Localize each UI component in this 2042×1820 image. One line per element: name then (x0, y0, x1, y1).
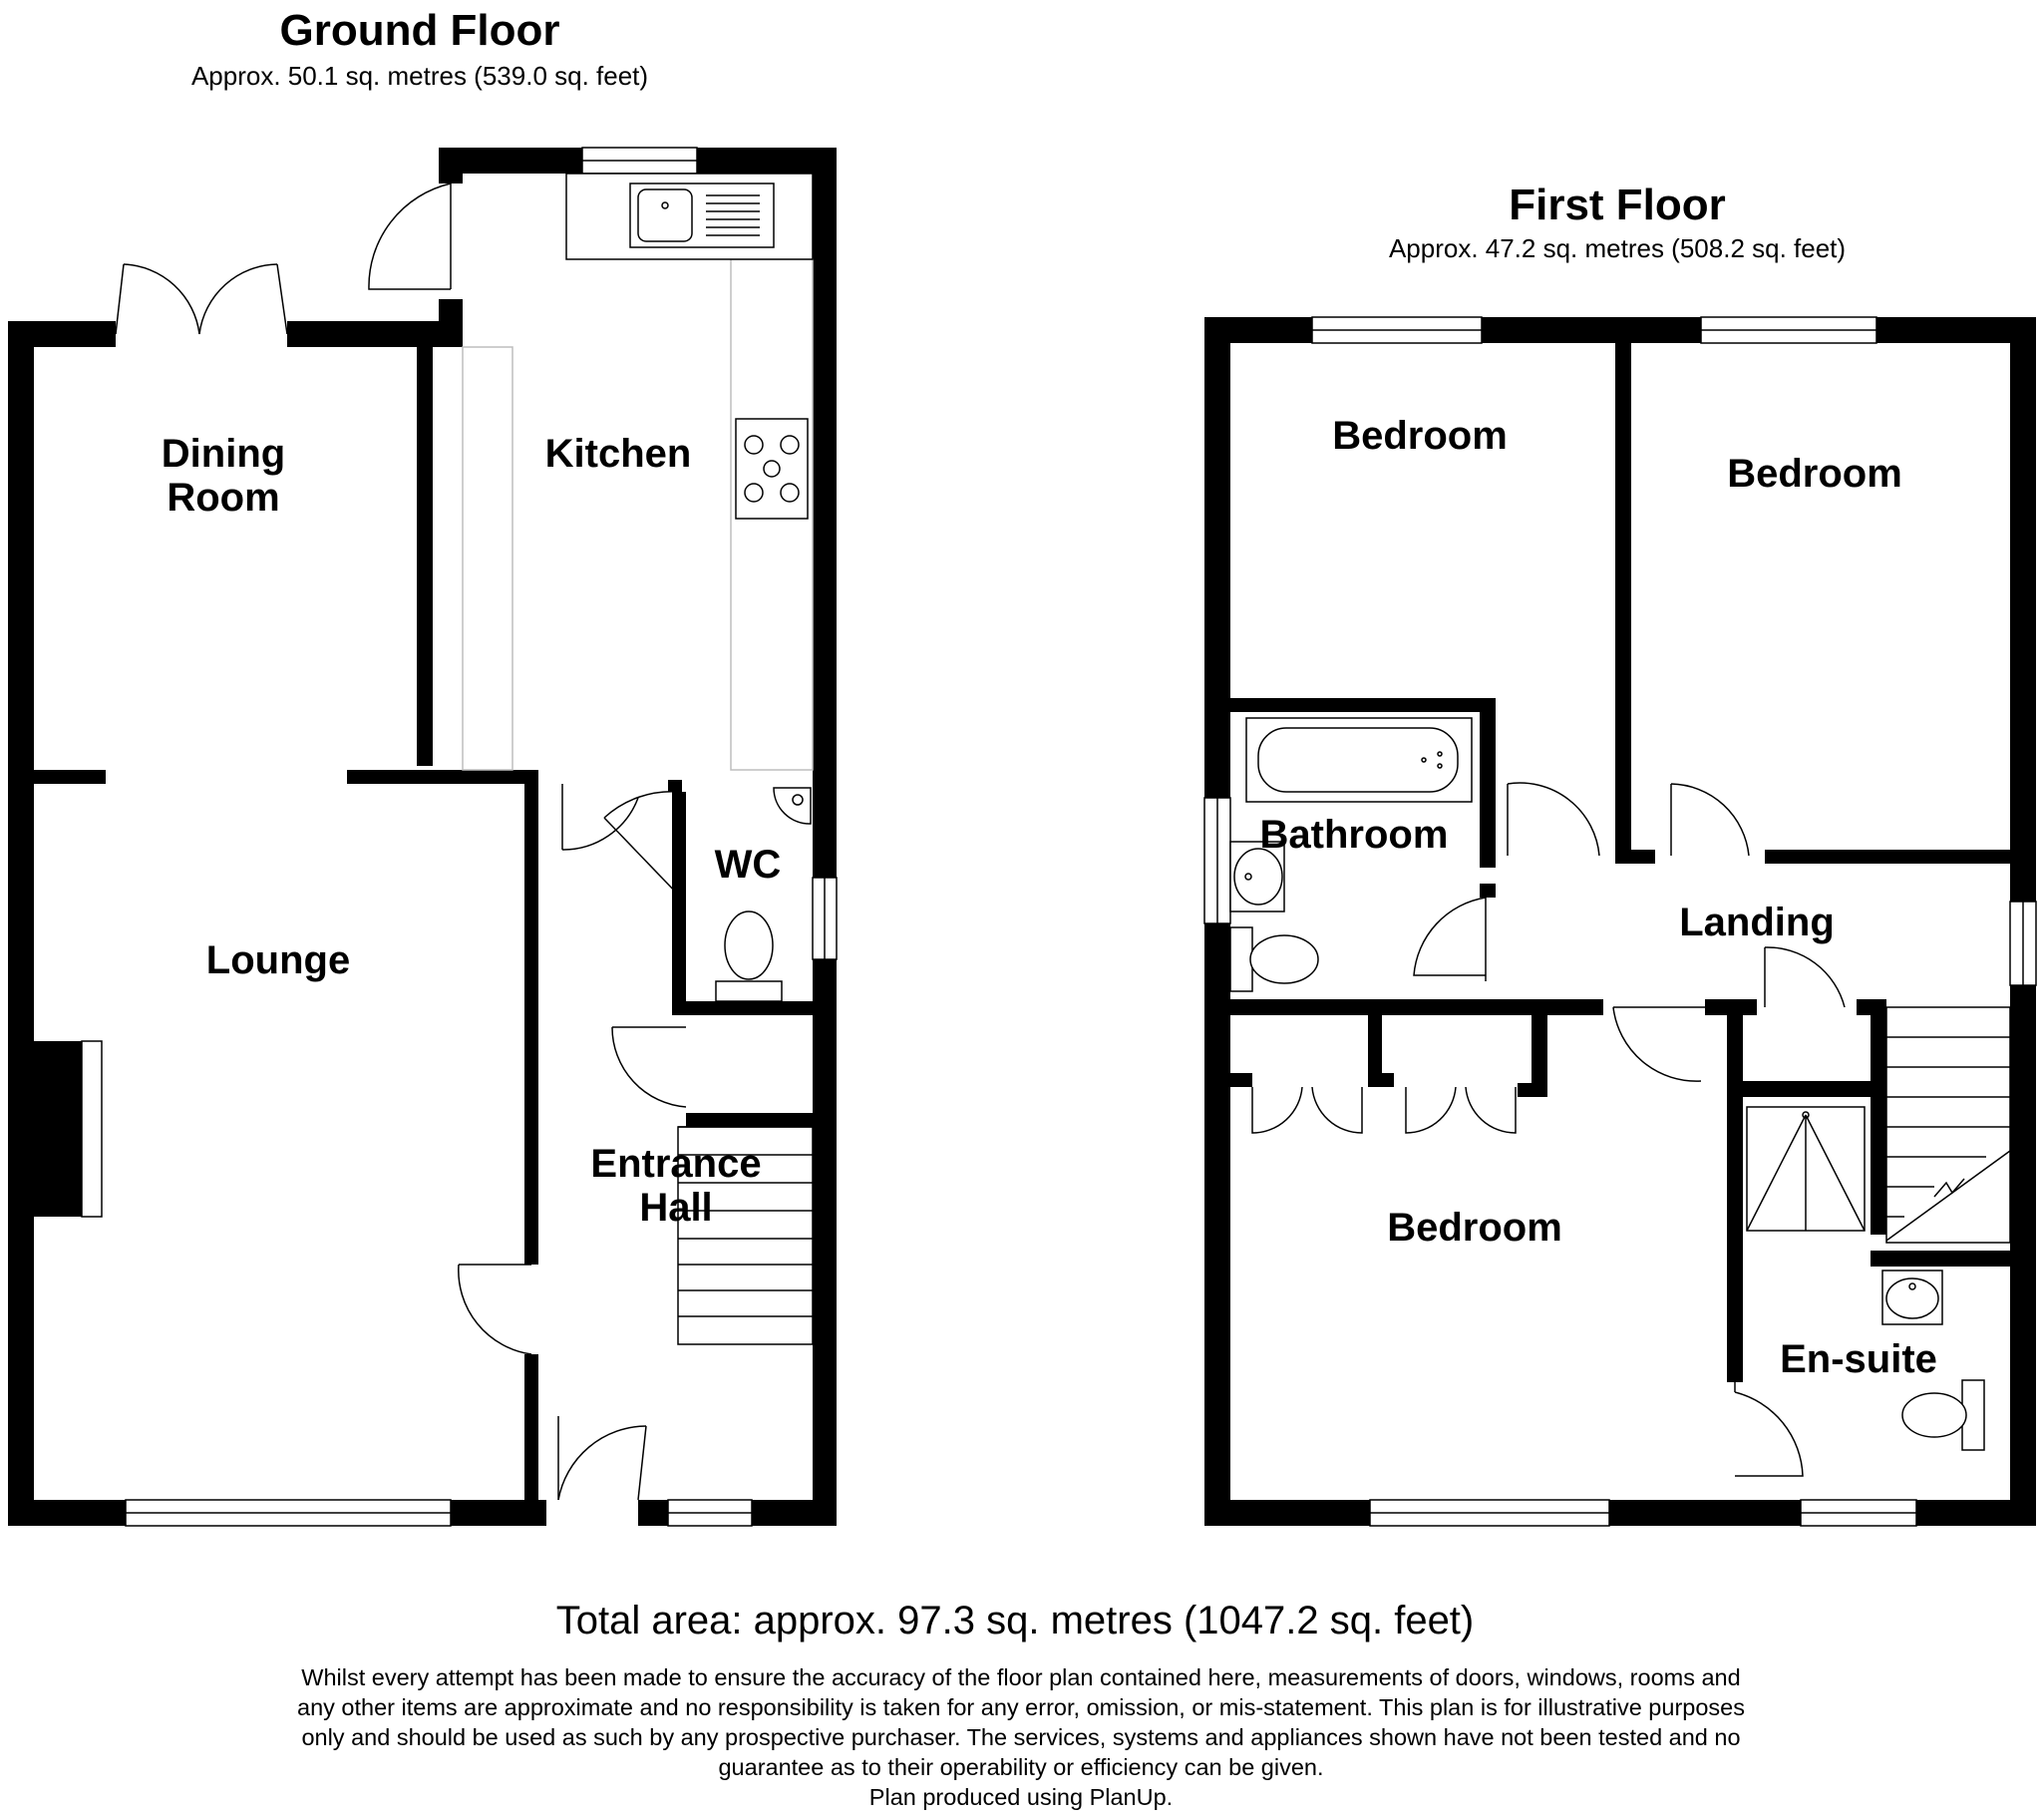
wall-understairs (686, 1113, 813, 1127)
wall-wardrobe-left-stub (1230, 1073, 1252, 1087)
room-label-bedroom-front-left: Bedroom (1332, 414, 1508, 458)
wall-lounge-hall-upper (524, 770, 538, 1265)
ensuite-basin-icon (1881, 1270, 1943, 1325)
hearth (81, 1040, 103, 1218)
wall-front-hall (638, 1500, 668, 1526)
bathroom-basin-icon (1229, 841, 1285, 912)
ground-floor-stairs (677, 1126, 814, 1345)
wall-bathroom-bottom (1230, 999, 1603, 1015)
wc-door (603, 790, 680, 897)
bedroom-rear-door (1612, 1006, 1705, 1082)
toilet-icon (715, 910, 783, 1002)
room-label-entrance-hall-line2: Hall (639, 1186, 712, 1230)
kitchen-hall-door (561, 784, 639, 851)
understairs-door (611, 1026, 687, 1108)
wall-wardrobe-end (1532, 1015, 1547, 1097)
wall-first-back-right (1876, 317, 2036, 343)
room-label-wc: WC (715, 843, 782, 887)
wall-stairs-bottom (1871, 1251, 2010, 1267)
wall-wc-top (668, 780, 682, 792)
wall-wardrobe-right-stub (1368, 1073, 1394, 1087)
disclaimer-line-4: guarantee as to their operability or eff… (718, 1754, 1323, 1780)
ensuite-toilet-icon (1901, 1379, 1985, 1451)
sink-icon (629, 182, 775, 248)
hob-icon (735, 418, 809, 520)
wall-stairs-left (1871, 999, 1886, 1235)
wall-bedroom-left-door-stub (1615, 850, 1655, 864)
wall-first-back-middle (1482, 317, 1701, 343)
wall-front-lounge-right (451, 1500, 546, 1526)
ground-floor-area: Approx. 50.1 sq. metres (539.0 sq. feet) (191, 61, 648, 91)
wall-bathroom-right-stub (1480, 884, 1496, 898)
wall-wardrobe-divider (1368, 1015, 1382, 1087)
ground-floor-plan: Ground Floor Approx. 50.1 sq. metres (53… (8, 6, 838, 1527)
wall-front-lounge-left (8, 1500, 126, 1526)
bedroom-right-door (1670, 783, 1750, 857)
room-label-bedroom-rear: Bedroom (1387, 1206, 1562, 1250)
wc-basin-icon (773, 787, 812, 825)
shower-icon (1746, 1106, 1866, 1232)
wall-first-front-middle (1609, 1500, 1801, 1526)
disclaimer-line-3: only and should be used as such by any p… (301, 1724, 1740, 1750)
wall-bathroom-top (1230, 698, 1494, 712)
disclaimer-line-1: Whilst every attempt has been made to en… (301, 1664, 1740, 1690)
room-label-dining-line2: Room (167, 476, 279, 520)
wall-front-right (752, 1500, 837, 1526)
wall-ensuite-mid (1743, 1081, 1874, 1097)
bathroom-toilet-icon (1229, 926, 1319, 992)
disclaimer-line-5: Plan produced using PlanUp. (869, 1784, 1173, 1810)
ensuite-door (1734, 1382, 1804, 1477)
total-area: Total area: approx. 97.3 sq. metres (104… (556, 1599, 1475, 1642)
landing-cupboard-door (1764, 946, 1846, 1008)
first-floor-area: Approx. 47.2 sq. metres (508.2 sq. feet) (1389, 233, 1846, 263)
kitchen-worktop-left (462, 346, 513, 771)
wall-dining-kitchen (417, 347, 433, 766)
wardrobe-doors-right (1405, 1086, 1517, 1134)
wall-ensuite-top-stub (1727, 999, 1755, 1015)
wardrobe-doors-left (1251, 1086, 1363, 1134)
wall-ground-right (813, 148, 837, 1526)
wall-ground-left (8, 321, 34, 1526)
disclaimer-line-2: any other items are approximate and no r… (297, 1694, 1745, 1720)
ground-floor-title: Ground Floor (279, 6, 559, 55)
wall-first-front-left (1204, 1500, 1370, 1526)
room-label-landing: Landing (1679, 901, 1835, 944)
room-label-entrance-hall-line1: Entrance (590, 1142, 761, 1186)
wall-dining-lounge-right (347, 770, 538, 784)
wall-kitchen-corner (439, 148, 463, 183)
bedroom-left-door (1507, 782, 1600, 857)
room-label-bathroom: Bathroom (1260, 813, 1449, 857)
fireplace (34, 1041, 82, 1217)
wall-dining-lounge-left (34, 770, 106, 784)
wall-bathroom-right (1480, 698, 1496, 868)
wall-first-front-right (1916, 1500, 2036, 1526)
wall-bedroom-right-bottom (1765, 850, 2010, 864)
lounge-door (458, 1264, 532, 1355)
wall-wc-bottom (672, 1001, 813, 1015)
dining-french-doors (115, 263, 288, 335)
first-floor-title: First Floor (1509, 181, 1726, 229)
first-floor-stairs (1885, 1006, 2011, 1244)
wall-bedrooms-divide (1615, 343, 1631, 856)
wall-wc-left-upper (672, 792, 686, 896)
kitchen-side-door (368, 182, 452, 290)
wall-wardrobe-end-stub (1518, 1083, 1547, 1097)
first-floor-plan: First Floor Approx. 47.2 sq. metres (508… (1203, 181, 2037, 1527)
wall-dining-back-right (287, 321, 463, 347)
room-label-kitchen: Kitchen (545, 432, 692, 476)
room-label-dining-line1: Dining (162, 432, 285, 476)
bathroom-door (1413, 897, 1487, 981)
wall-ensuite-left (1727, 999, 1743, 1382)
room-label-en-suite: En-suite (1780, 1337, 1937, 1381)
wall-lounge-hall-lower (524, 1354, 538, 1526)
room-label-lounge: Lounge (206, 938, 350, 982)
bath-icon (1245, 717, 1473, 803)
front-door (557, 1416, 647, 1501)
room-label-bedroom-front-right: Bedroom (1727, 452, 1902, 496)
wall-wc-left (672, 896, 686, 1015)
